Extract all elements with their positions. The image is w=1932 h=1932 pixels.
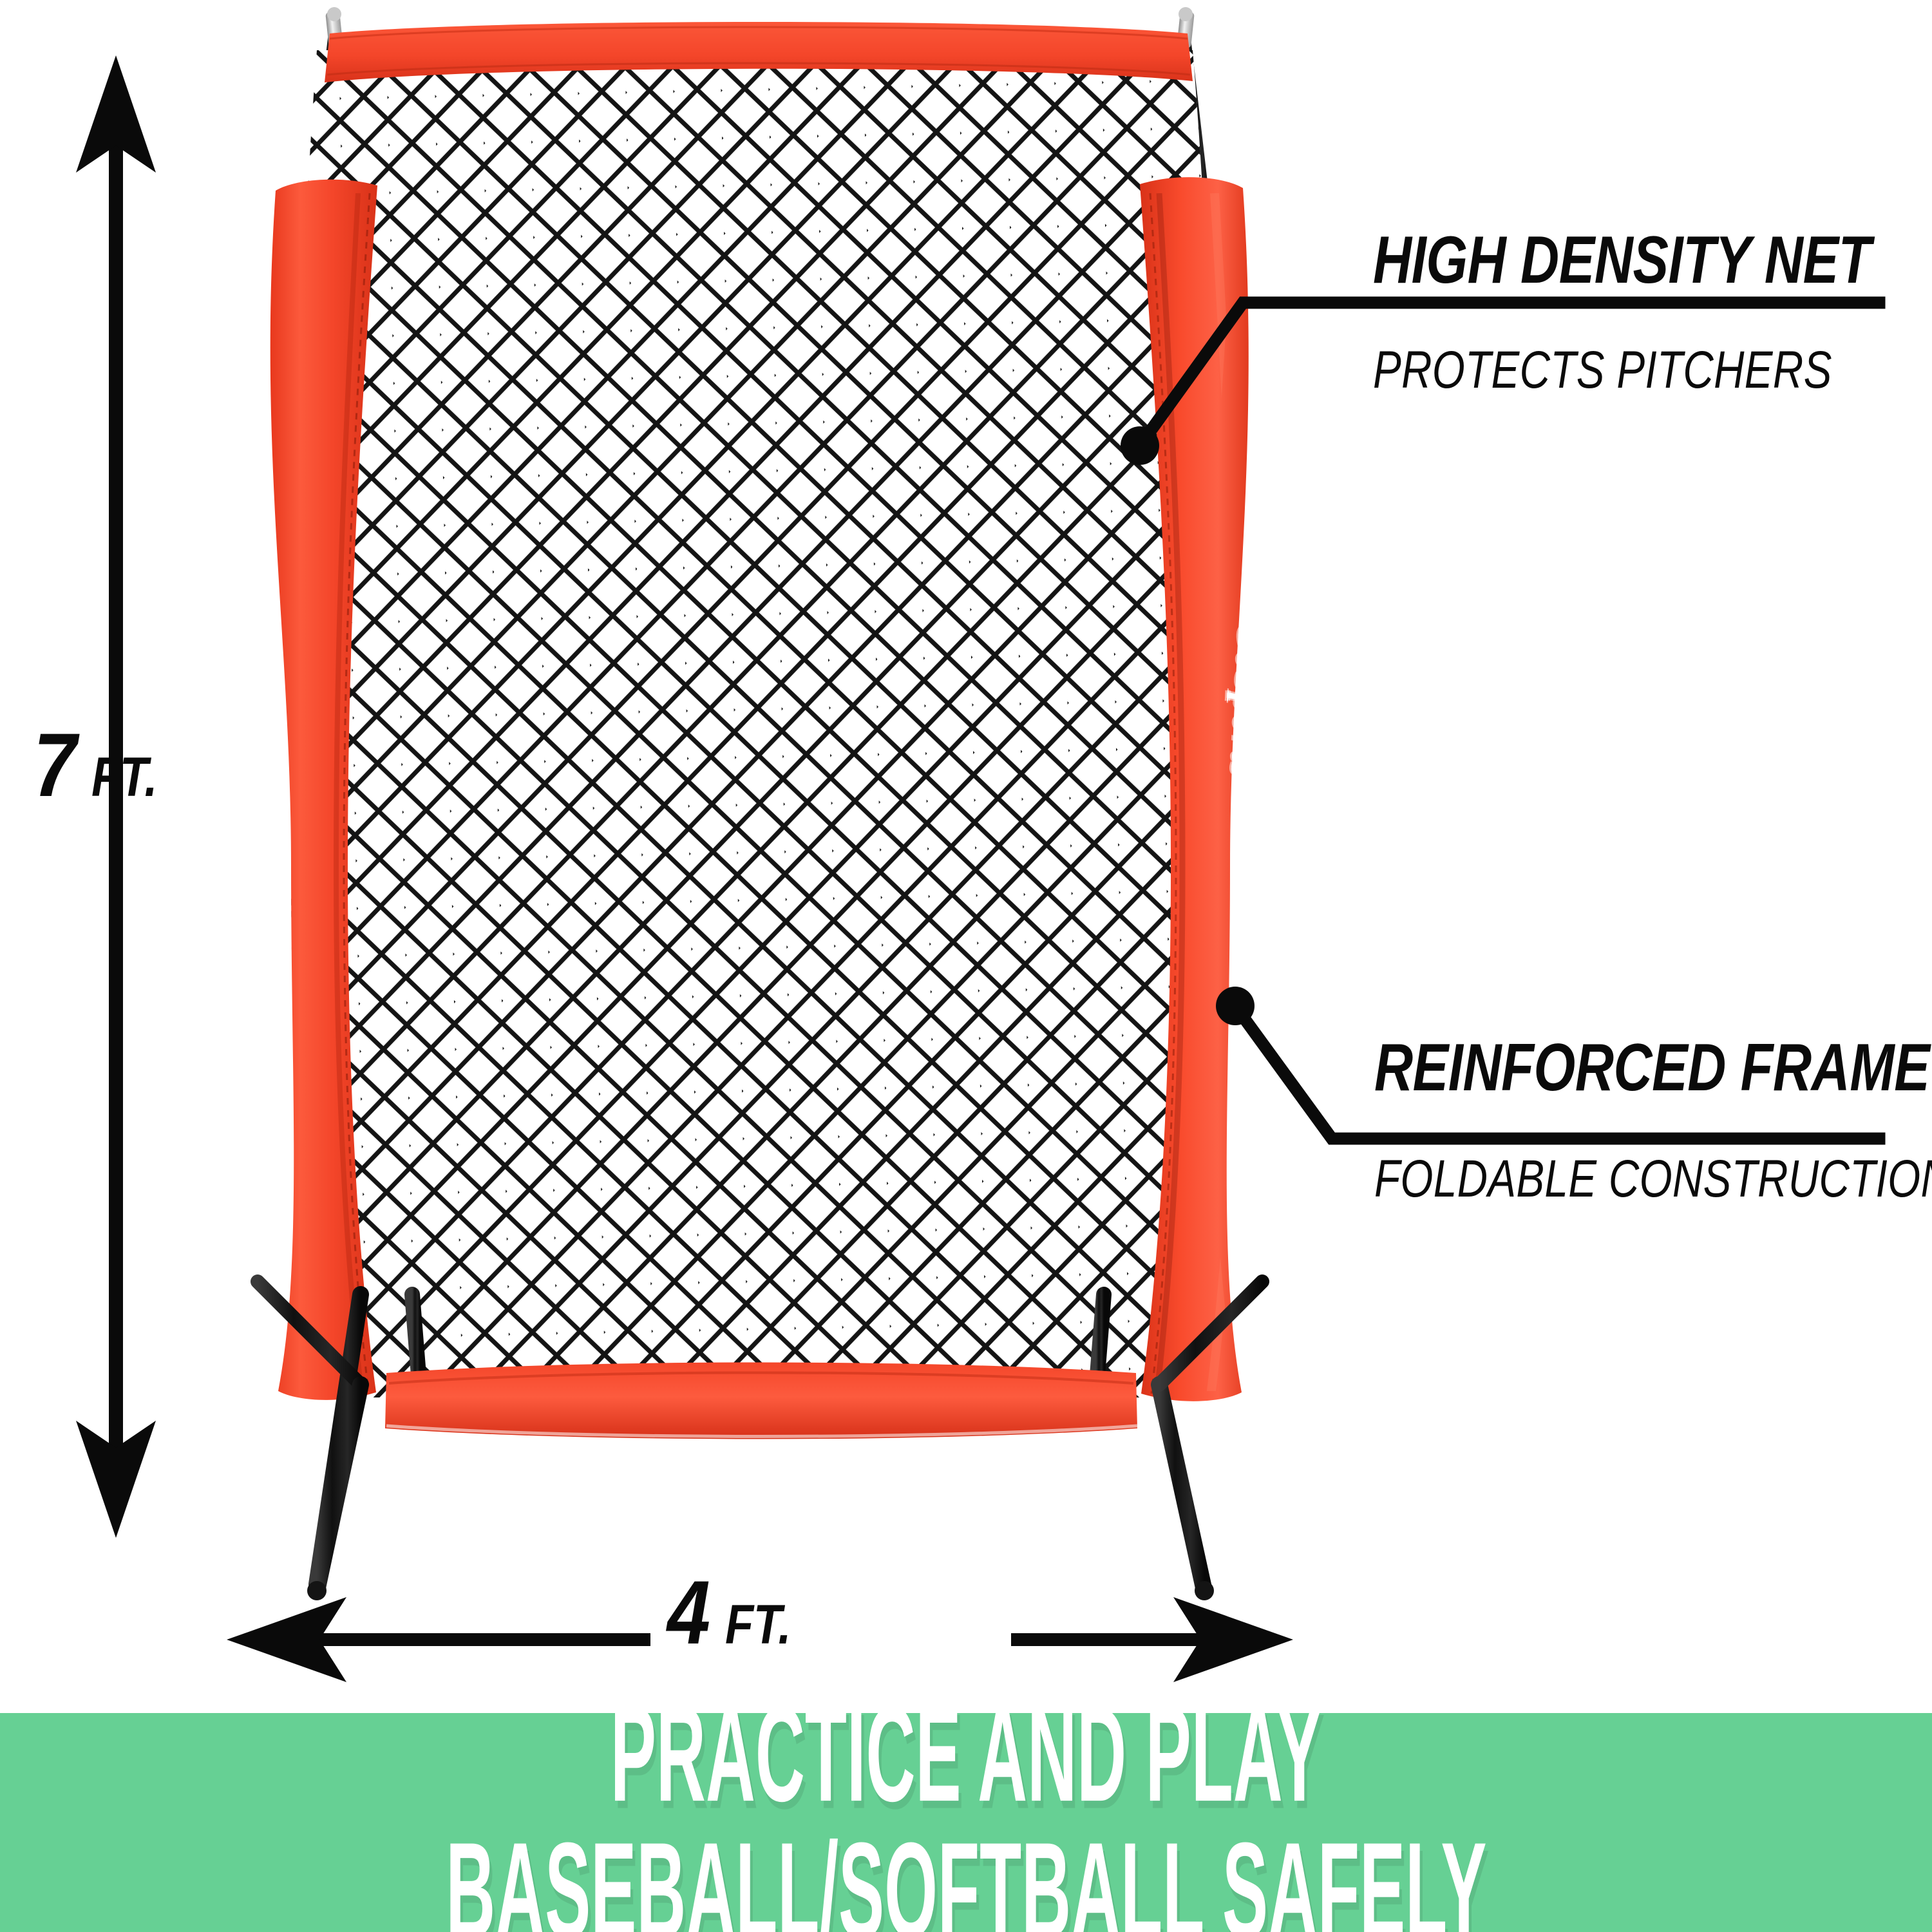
callout-high-density-net: HIGH DENSITY NET PROTECTS PITCHERS (1373, 227, 1932, 397)
banner-line-2: BASEBALL/SOFTBALL SAFELY (445, 1815, 1487, 1932)
leg-left-front (308, 1286, 369, 1593)
frame-legs (251, 1274, 1269, 1600)
brace-right-upper (1152, 1274, 1269, 1392)
frame-top-bar (325, 22, 1193, 82)
callout-net-subline: PROTECTS PITCHERS (1373, 341, 1832, 399)
stub-right (1088, 1287, 1112, 1399)
callout-net-headline: HIGH DENSITY NET (1373, 223, 1871, 298)
gosports-logo-right-text: GoSports (1222, 621, 1274, 780)
width-value: 4 (667, 1562, 710, 1663)
banner-line-1: PRACTICE AND PLAY (610, 1713, 1322, 1830)
height-dimension-label: 7 FT. (33, 720, 169, 810)
frame-right-panel (1140, 177, 1249, 1401)
callout-frame-subline: FOLDABLE CONSTRUCTION (1374, 1150, 1932, 1208)
pole-tip-right (1177, 11, 1195, 48)
callout-frame-headline: REINFORCED FRAME (1374, 1030, 1930, 1105)
gosports-logo-right: GoSports® (1220, 621, 1274, 790)
stub-left (404, 1287, 428, 1399)
pole-tip-left (325, 11, 343, 48)
frame-bottom-bar (385, 1362, 1138, 1439)
width-unit: FT. (724, 1594, 791, 1656)
callout-reinforced-frame: REINFORCED FRAME FOLDABLE CONSTRUCTION (1374, 1034, 1932, 1206)
height-unit: FT. (91, 746, 157, 808)
registered-trademark-icon: ® (1241, 778, 1258, 790)
frame-left-panel (270, 179, 377, 1400)
frame-poles-rear (299, 7, 1218, 278)
width-dimension-label: 4 FT. (667, 1567, 803, 1658)
leg-right-front (1151, 1376, 1213, 1599)
brace-left-upper (251, 1274, 368, 1392)
bottom-banner: PRACTICE AND PLAY BASEBALL/SOFTBALL SAFE… (0, 1713, 1932, 1932)
height-value: 7 (33, 714, 77, 815)
